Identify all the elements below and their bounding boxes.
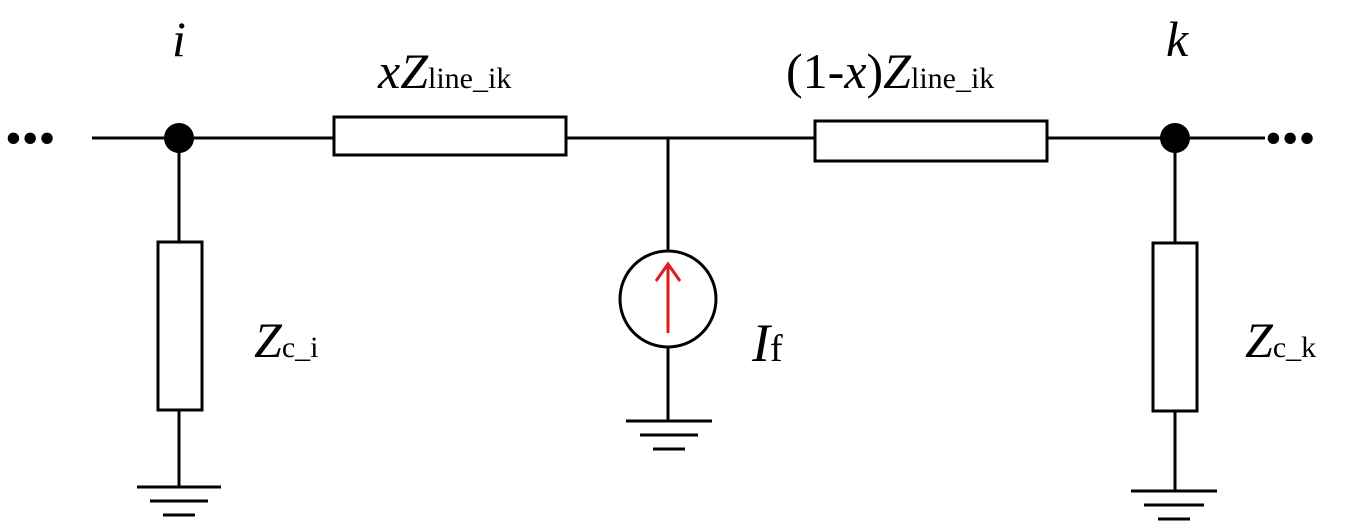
fault-current-label: If: [751, 313, 783, 373]
line-impedance-left-resistor: [332, 115, 568, 157]
line-impedance-right-resistor: [813, 119, 1049, 163]
shunt-left-label: Zc_i: [254, 312, 318, 368]
node-i-label: i: [172, 11, 186, 67]
line-impedance-right-label: (1-x)Zline_ik: [786, 43, 994, 99]
node-k-label: k: [1166, 11, 1189, 67]
ground-right-icon: [1131, 489, 1217, 521]
line-impedance-left-label: xZline_ik: [377, 43, 511, 99]
shunt-left-resistor: [156, 240, 204, 412]
ground-center-icon: [626, 419, 712, 451]
ground-left-icon: [137, 485, 221, 517]
current-source-arrow-icon: [654, 261, 682, 333]
left-continuation-dots: •••: [5, 112, 55, 165]
shunt-right-label: Zc_k: [1245, 312, 1316, 368]
right-continuation-dots: •••: [1265, 112, 1315, 165]
shunt-right-resistor: [1151, 241, 1199, 413]
